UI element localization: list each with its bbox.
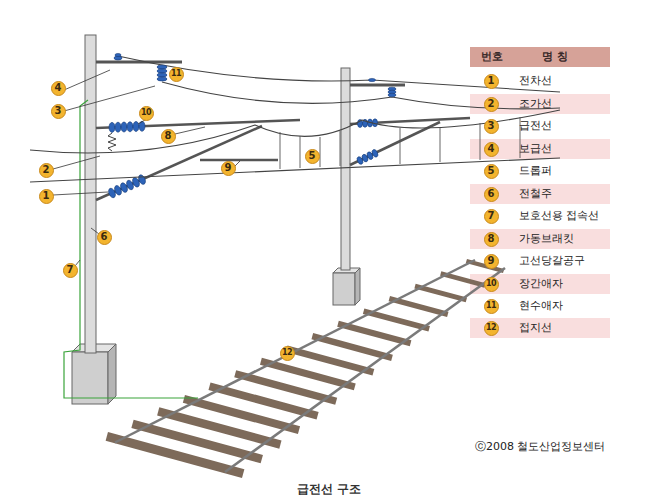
table-number: 1: [484, 74, 499, 89]
crossarms: [96, 62, 405, 85]
leader-lines: [53, 70, 240, 266]
table-header: 번호: [462, 48, 522, 66]
catenary-wires: [30, 110, 560, 182]
part-name: 드롭퍼: [519, 163, 552, 179]
table-number: 12: [484, 321, 499, 336]
callout-number: 12: [280, 346, 295, 361]
part-name: 접지선: [519, 320, 552, 336]
tension-spring: [108, 133, 116, 151]
figure-caption: 급전선 구조: [229, 481, 429, 498]
suspension-insulators: [114, 53, 396, 96]
callout-number: 1: [39, 189, 54, 204]
part-name: 보호선용 접속선: [519, 208, 600, 224]
callout-number: 7: [63, 263, 78, 278]
callout-number: 4: [51, 81, 66, 96]
part-name: 현수애자: [519, 298, 563, 314]
table-number: 10: [484, 277, 499, 292]
table-row-bands: [470, 94, 610, 338]
table-number: 11: [484, 299, 499, 314]
callout-number: 8: [161, 129, 176, 144]
table-number: 7: [484, 209, 499, 224]
part-name: 조가선: [519, 96, 552, 112]
table-number: 4: [484, 142, 499, 157]
part-name: 고선당갈공구: [519, 253, 585, 269]
callout-number: 11: [169, 67, 184, 82]
callout-number: 9: [221, 161, 236, 176]
part-name: 전차선: [519, 73, 552, 89]
droppers: [280, 117, 520, 169]
part-name: 보급선: [519, 141, 552, 157]
cantilever-brackets: [96, 118, 470, 200]
track-sleepers: [107, 261, 504, 474]
callout-number: 3: [51, 104, 66, 119]
table-header: 명 칭: [525, 48, 585, 66]
right-pole: [341, 68, 350, 270]
track-rails: [115, 260, 505, 472]
callout-number: 6: [97, 230, 112, 245]
part-name: 전철주: [519, 186, 552, 202]
table-number: 6: [484, 187, 499, 202]
table-number: 5: [484, 164, 499, 179]
table-number: 8: [484, 232, 499, 247]
copyright-note: ⓒ2008 철도산업정보센터: [475, 439, 606, 454]
part-name: 급전선: [519, 118, 552, 134]
right-pole-base: [333, 268, 360, 305]
callout-number: 2: [39, 163, 54, 178]
table-number: 9: [484, 254, 499, 269]
table-number: 2: [484, 97, 499, 112]
table-number: 3: [484, 119, 499, 134]
callout-number: 5: [305, 149, 320, 164]
left-pole: [85, 35, 96, 353]
part-name: 가동브래킷: [519, 231, 574, 247]
part-name: 장간애자: [519, 276, 563, 292]
callout-number: 10: [139, 106, 154, 121]
